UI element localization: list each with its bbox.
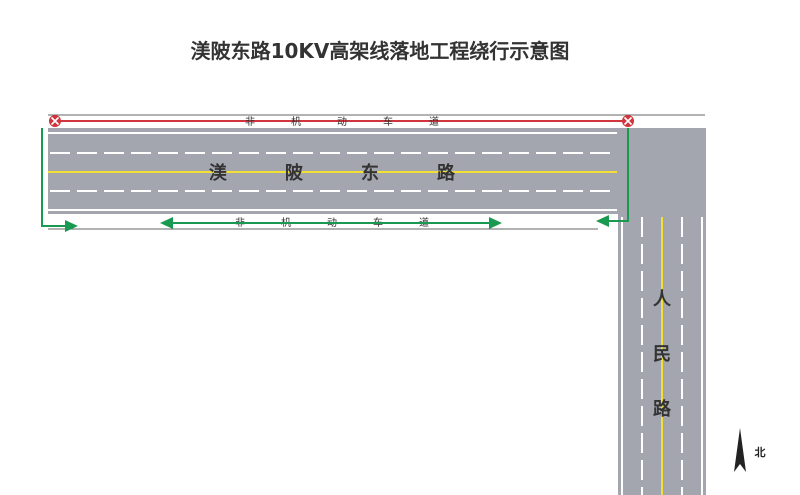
diagram-title: 渼陂东路10KV高架线落地工程绕行示意图 [191,39,570,63]
arrow-left-icon [596,215,609,227]
main-road-char: 路 [437,162,456,184]
pole-x-icon [622,115,634,127]
north-arrow-icon [734,428,746,472]
cross-road-char: 路 [653,398,672,420]
detour-route-right [608,128,629,222]
bike-lane-char: 车 [383,115,393,128]
cross-road-char: 人 [653,289,672,310]
main-road-char: 渼 [209,162,228,184]
bike-lane-char: 非 [245,116,255,128]
detour-route-left [41,128,66,227]
pole-x-icon [49,115,61,127]
north-label: 北 [755,445,766,459]
arrow-right-icon [65,220,78,232]
cross-road-char: 民 [653,344,671,365]
arrow-right-icon [489,217,502,229]
main-road-char: 东 [361,162,379,184]
bike-lane-char: 动 [337,116,347,128]
bike-lane-char: 道 [429,115,439,128]
main-road-char: 陂 [285,162,303,184]
arrow-left-icon [160,217,173,229]
bike-lane-char: 机 [291,115,301,128]
